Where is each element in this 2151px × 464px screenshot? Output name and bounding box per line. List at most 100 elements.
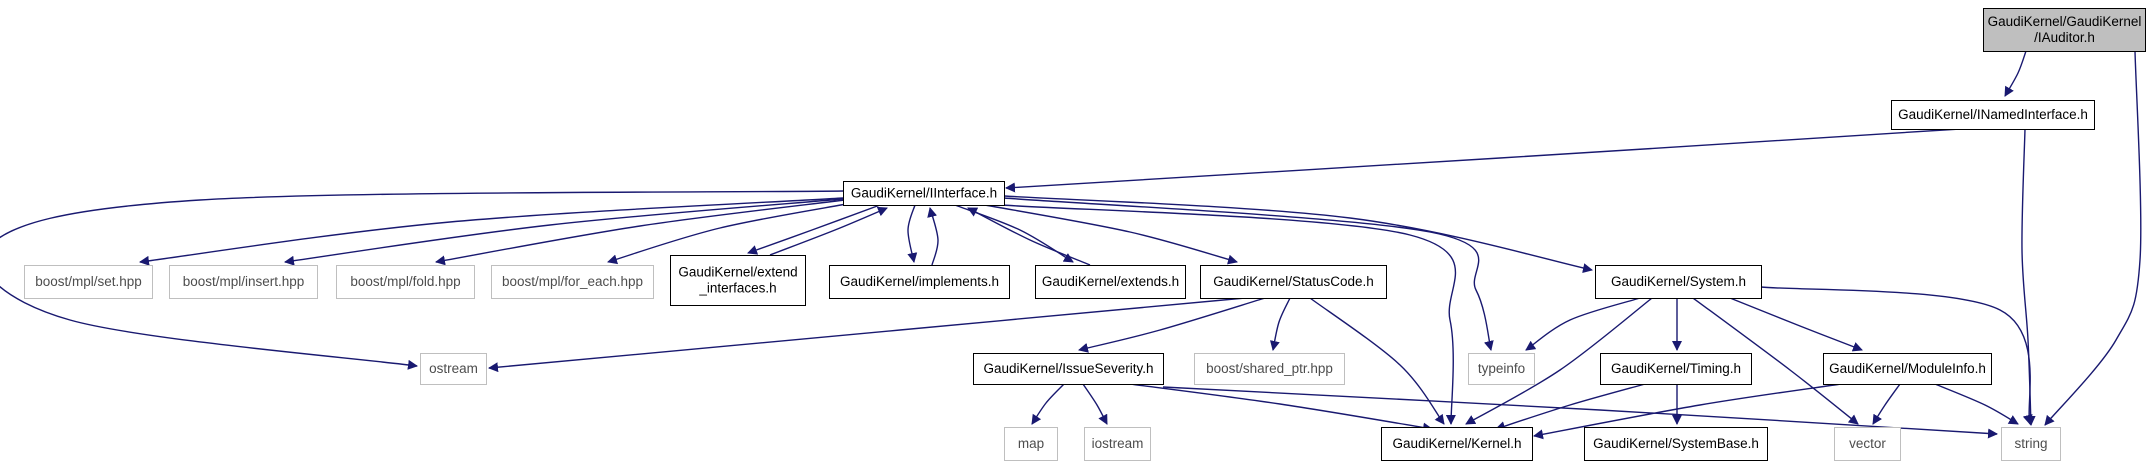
node-box [1983, 8, 2146, 52]
node-iauditor[interactable]: GaudiKernel/GaudiKernel/IAuditor.h [1983, 8, 2146, 52]
node-label: GaudiKernel/Kernel.h [1392, 436, 1521, 451]
node-box [1584, 427, 1768, 461]
node-label: GaudiKernel/extend [678, 265, 797, 280]
node-label: GaudiKernel/StatusCode.h [1213, 274, 1374, 289]
node-box [843, 181, 1005, 206]
node-label: boost/mpl/for_each.hpp [502, 274, 643, 289]
node-box [829, 265, 1010, 299]
node-box [1595, 265, 1762, 299]
node-label: _interfaces.h [698, 281, 776, 296]
edge-iinterface-to-kernel [1001, 204, 1457, 425]
node-label: boost/mpl/fold.hpp [350, 274, 460, 289]
edge-iinterface-to-mpl_insert [284, 198, 844, 266]
node-system[interactable]: GaudiKernel/System.h [1595, 265, 1762, 299]
node-label: vector [1849, 436, 1886, 451]
edge-system-to-typeinfo [1525, 297, 1641, 351]
edge-statuscode-to-kernel [1309, 297, 1445, 425]
node-box [1834, 427, 1901, 461]
node-iinterface[interactable]: GaudiKernel/IInterface.h [843, 181, 1005, 206]
node-box [336, 265, 475, 299]
node-label: boost/mpl/insert.hpp [183, 274, 305, 289]
node-label: GaudiKernel/implements.h [840, 274, 999, 289]
edge-iinterface-to-mpl_fold [435, 199, 846, 266]
node-label: GaudiKernel/Timing.h [1611, 361, 1741, 376]
node-box [2001, 427, 2061, 461]
node-vector: vector [1834, 427, 1901, 461]
node-mpl-fold: boost/mpl/fold.hpp [336, 265, 475, 299]
node-label: GaudiKernel/IssueSeverity.h [983, 361, 1153, 376]
node-issueseverity[interactable]: GaudiKernel/IssueSeverity.h [973, 353, 1164, 385]
node-map: map [1004, 427, 1058, 461]
edge-inamedinterface-to-iinterface [1005, 128, 1961, 193]
edge-iinterface-to-implements [907, 204, 918, 263]
edge-issueseverity-to-iostream [1082, 383, 1108, 425]
node-typeinfo: typeinfo [1468, 353, 1535, 385]
node-label: GaudiKernel/extends.h [1042, 274, 1179, 289]
node-label: GaudiKernel/SystemBase.h [1593, 436, 1759, 451]
node-inamedinterface[interactable]: GaudiKernel/INamedInterface.h [1891, 100, 2095, 130]
node-box [420, 353, 487, 385]
edge-iauditor-to-string [2044, 50, 2142, 426]
node-ostream: ostream [420, 353, 487, 385]
node-box [973, 353, 1164, 385]
node-box [1600, 353, 1752, 385]
nodes: GaudiKernel/GaudiKernel/IAuditor.hGaudiK… [24, 8, 2146, 461]
node-mpl-insert: boost/mpl/insert.hpp [169, 265, 318, 299]
edge-issueseverity-to-kernel [1129, 383, 1433, 433]
node-label: string [2014, 436, 2047, 451]
node-label: boost/mpl/set.hpp [35, 274, 142, 289]
node-timing[interactable]: GaudiKernel/Timing.h [1600, 353, 1752, 385]
edge-statuscode-to-issueseverity [1078, 297, 1266, 353]
edge-iauditor-to-inamedinterface [2004, 50, 2027, 97]
node-label: boost/shared_ptr.hpp [1206, 361, 1333, 376]
node-systembase[interactable]: GaudiKernel/SystemBase.h [1584, 427, 1768, 461]
node-statuscode[interactable]: GaudiKernel/StatusCode.h [1200, 265, 1387, 299]
edge-moduleinfo-to-vector [1872, 383, 1901, 425]
edge-system-to-string [1760, 286, 2033, 425]
edge-iinterface-to-extend_interfaces [747, 204, 881, 255]
node-box [1035, 265, 1186, 299]
node-box [1200, 265, 1387, 299]
node-implements[interactable]: GaudiKernel/implements.h [829, 265, 1010, 299]
node-label: iostream [1092, 436, 1144, 451]
node-string: string [2001, 427, 2061, 461]
node-label: GaudiKernel/GaudiKernel [1988, 14, 2142, 29]
node-box [491, 265, 654, 299]
node-label: GaudiKernel/ModuleInfo.h [1829, 361, 1986, 376]
node-label: GaudiKernel/System.h [1611, 274, 1746, 289]
edge-statuscode-to-ostream [488, 297, 1246, 373]
node-mpl-for-each: boost/mpl/for_each.hpp [491, 265, 654, 299]
node-box [670, 255, 806, 306]
edge-iinterface-to-system [1003, 195, 1593, 273]
edge-extends-to-iinterface [967, 207, 1091, 266]
edge-iinterface-to-extends [954, 204, 1074, 263]
node-box [24, 265, 153, 299]
node-box [1084, 427, 1151, 461]
edge-issueseverity-to-map [1031, 383, 1065, 425]
node-extend-interfaces[interactable]: GaudiKernel/extend_interfaces.h [670, 255, 806, 306]
edge-moduleinfo-to-kernel [1533, 383, 1842, 440]
node-label: GaudiKernel/IInterface.h [851, 186, 997, 201]
node-moduleinfo[interactable]: GaudiKernel/ModuleInfo.h [1823, 353, 1992, 385]
node-box [1468, 353, 1535, 385]
node-box [1004, 427, 1058, 461]
edge-moduleinfo-to-string [1934, 383, 2019, 425]
node-mpl-set: boost/mpl/set.hpp [24, 265, 153, 299]
edge-system-to-vector [1692, 297, 1859, 425]
edge-statuscode-to-shared_ptr [1269, 297, 1291, 351]
node-box [1381, 427, 1533, 461]
edge-timing-to-kernel [1495, 383, 1646, 431]
node-label: GaudiKernel/INamedInterface.h [1898, 107, 2088, 122]
node-label: map [1018, 436, 1044, 451]
edge-extend_interfaces-to-iinterface [769, 206, 888, 256]
edge-iinterface-to-mpl_set [139, 197, 844, 266]
edge-iinterface-to-statuscode [984, 204, 1238, 265]
node-extends[interactable]: GaudiKernel/extends.h [1035, 265, 1186, 299]
edge-system-to-kernel [1465, 297, 1653, 425]
node-iostream: iostream [1084, 427, 1151, 461]
edges [0, 50, 2142, 440]
edge-iinterface-to-mpl_for_each [607, 202, 853, 265]
node-box [1194, 353, 1345, 385]
node-kernel[interactable]: GaudiKernel/Kernel.h [1381, 427, 1533, 461]
